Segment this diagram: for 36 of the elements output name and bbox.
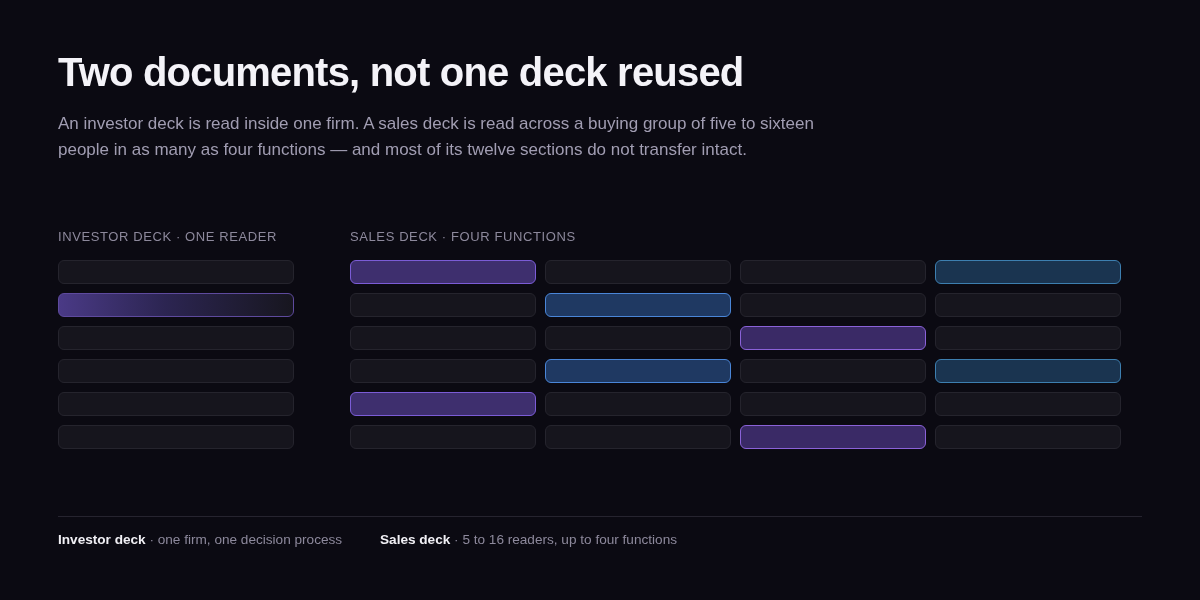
section-bar [350,293,536,317]
section-bar [740,359,926,383]
section-bar [935,326,1121,350]
column-heading: SALES DECK · FOUR FUNCTIONS [350,229,576,244]
section-bar [740,260,926,284]
section-bar [935,359,1121,383]
section-bar [58,425,294,449]
section-bar [545,425,731,449]
title: Two documents, not one deck reused [58,50,744,95]
section-bar [58,326,294,350]
section-bar [935,293,1121,317]
section-bar [350,392,536,416]
section-bar [740,293,926,317]
section-bar [545,260,731,284]
section-bar [350,425,536,449]
section-bar [350,359,536,383]
section-bar [740,392,926,416]
section-bar [545,326,731,350]
section-bar [935,392,1121,416]
legend-note: Investor deck · one firm, one decision process [58,532,343,547]
section-bar [58,293,294,317]
section-bar [350,326,536,350]
subtitle: An investor deck is read inside one firm. A sales deck is read across a buying group of five to sixteen people in as many as four functions — and most of its twelve sections do not transfer intact. [58,113,815,161]
section-bar [58,392,294,416]
section-bar [740,425,926,449]
section-bar [740,326,926,350]
section-bar [545,293,731,317]
section-bar [58,359,294,383]
legend-note: Sales deck · 5 to 16 readers, up to four functions [380,532,677,547]
section-bar [935,425,1121,449]
column-heading: INVESTOR DECK · ONE READER [58,229,278,244]
section-bar [545,392,731,416]
section-bar [545,359,731,383]
section-bar [350,260,536,284]
section-bar [935,260,1121,284]
section-bar [58,260,294,284]
